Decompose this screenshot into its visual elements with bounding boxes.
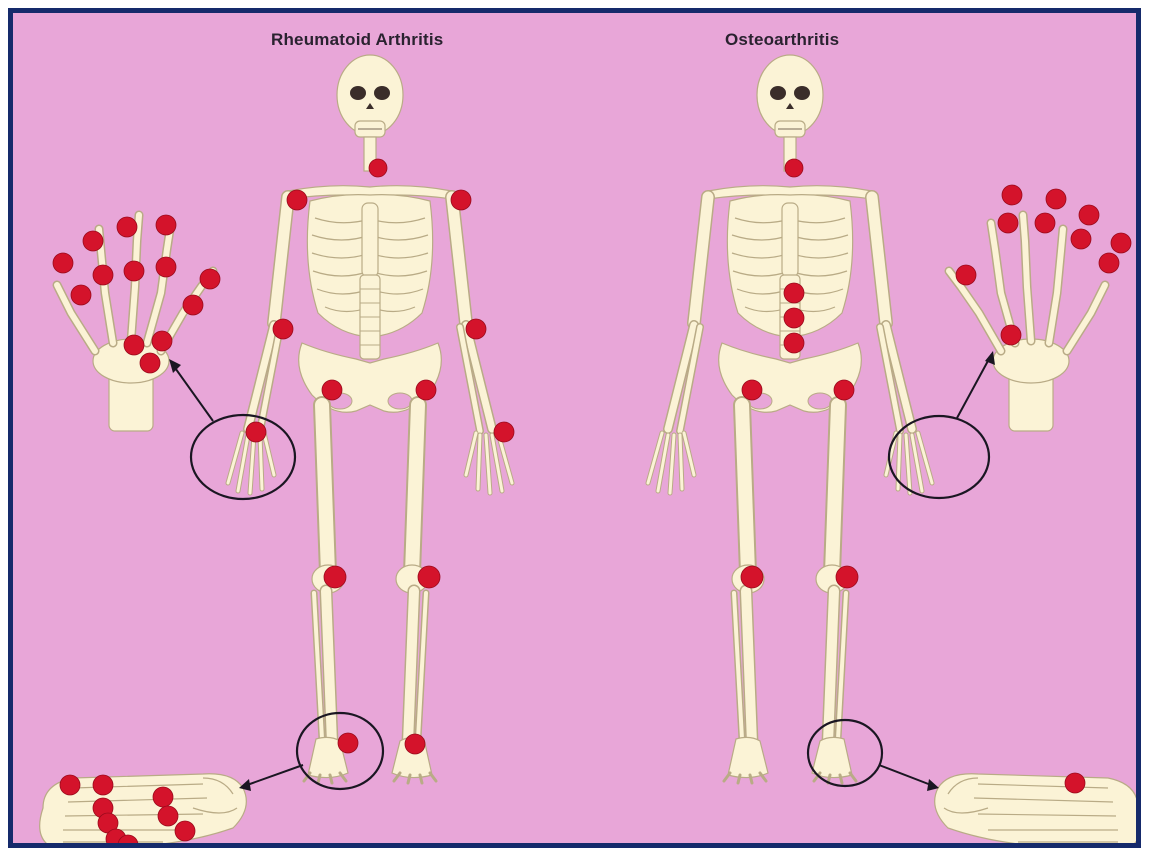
skeleton-illustration	[13, 13, 1141, 848]
affected-joint-marker	[246, 422, 266, 442]
ra-hand-arrow	[173, 365, 213, 421]
affected-joint-marker	[140, 353, 160, 373]
affected-joint-marker	[322, 380, 342, 400]
affected-joint-marker	[158, 806, 178, 826]
affected-joint-marker	[152, 331, 172, 351]
affected-joint-marker	[956, 265, 976, 285]
affected-joint-marker	[287, 190, 307, 210]
affected-joint-marker	[785, 159, 803, 177]
affected-joint-marker	[418, 566, 440, 588]
affected-joint-marker	[200, 269, 220, 289]
oa-hand-arrow	[957, 359, 989, 418]
affected-joint-marker	[124, 335, 144, 355]
affected-joint-marker	[784, 308, 804, 328]
affected-joint-marker	[466, 319, 486, 339]
affected-joint-marker	[416, 380, 436, 400]
affected-joint-marker	[1001, 325, 1021, 345]
affected-joint-marker	[784, 283, 804, 303]
affected-joint-marker	[53, 253, 73, 273]
affected-joint-marker	[998, 213, 1018, 233]
affected-joint-marker	[1111, 233, 1131, 253]
oa-foot-arrow	[879, 765, 931, 785]
affected-joint-marker	[1071, 229, 1091, 249]
affected-joint-marker	[1079, 205, 1099, 225]
ra-enlarged-hand	[57, 215, 213, 431]
affected-joint-marker	[324, 566, 346, 588]
affected-joint-marker	[71, 285, 91, 305]
affected-joint-marker	[1046, 189, 1066, 209]
affected-joint-marker	[156, 257, 176, 277]
ra-foot-arrow	[247, 765, 303, 785]
diagram-frame: Rheumatoid Arthritis Osteoarthritis	[8, 8, 1141, 848]
oa-foot-joints	[1065, 773, 1085, 793]
affected-joint-marker	[60, 775, 80, 795]
affected-joint-marker	[742, 380, 762, 400]
oa-hand-callout-circle	[889, 416, 989, 498]
affected-joint-marker	[836, 566, 858, 588]
affected-joint-marker	[156, 215, 176, 235]
affected-joint-marker	[1002, 185, 1022, 205]
affected-joint-marker	[153, 787, 173, 807]
affected-joint-marker	[338, 733, 358, 753]
affected-joint-marker	[369, 159, 387, 177]
affected-joint-marker	[93, 775, 113, 795]
affected-joint-marker	[93, 265, 113, 285]
affected-joint-marker	[1065, 773, 1085, 793]
affected-joint-marker	[1099, 253, 1119, 273]
affected-joint-marker	[741, 566, 763, 588]
oa-enlarged-foot	[935, 774, 1141, 848]
affected-joint-marker	[175, 821, 195, 841]
affected-joint-marker	[1035, 213, 1055, 233]
affected-joint-marker	[494, 422, 514, 442]
affected-joint-marker	[83, 231, 103, 251]
affected-joint-marker	[183, 295, 203, 315]
affected-joint-marker	[451, 190, 471, 210]
affected-joint-marker	[124, 261, 144, 281]
affected-joint-marker	[834, 380, 854, 400]
affected-joint-marker	[784, 333, 804, 353]
affected-joint-marker	[117, 217, 137, 237]
affected-joint-marker	[273, 319, 293, 339]
affected-joint-marker	[405, 734, 425, 754]
